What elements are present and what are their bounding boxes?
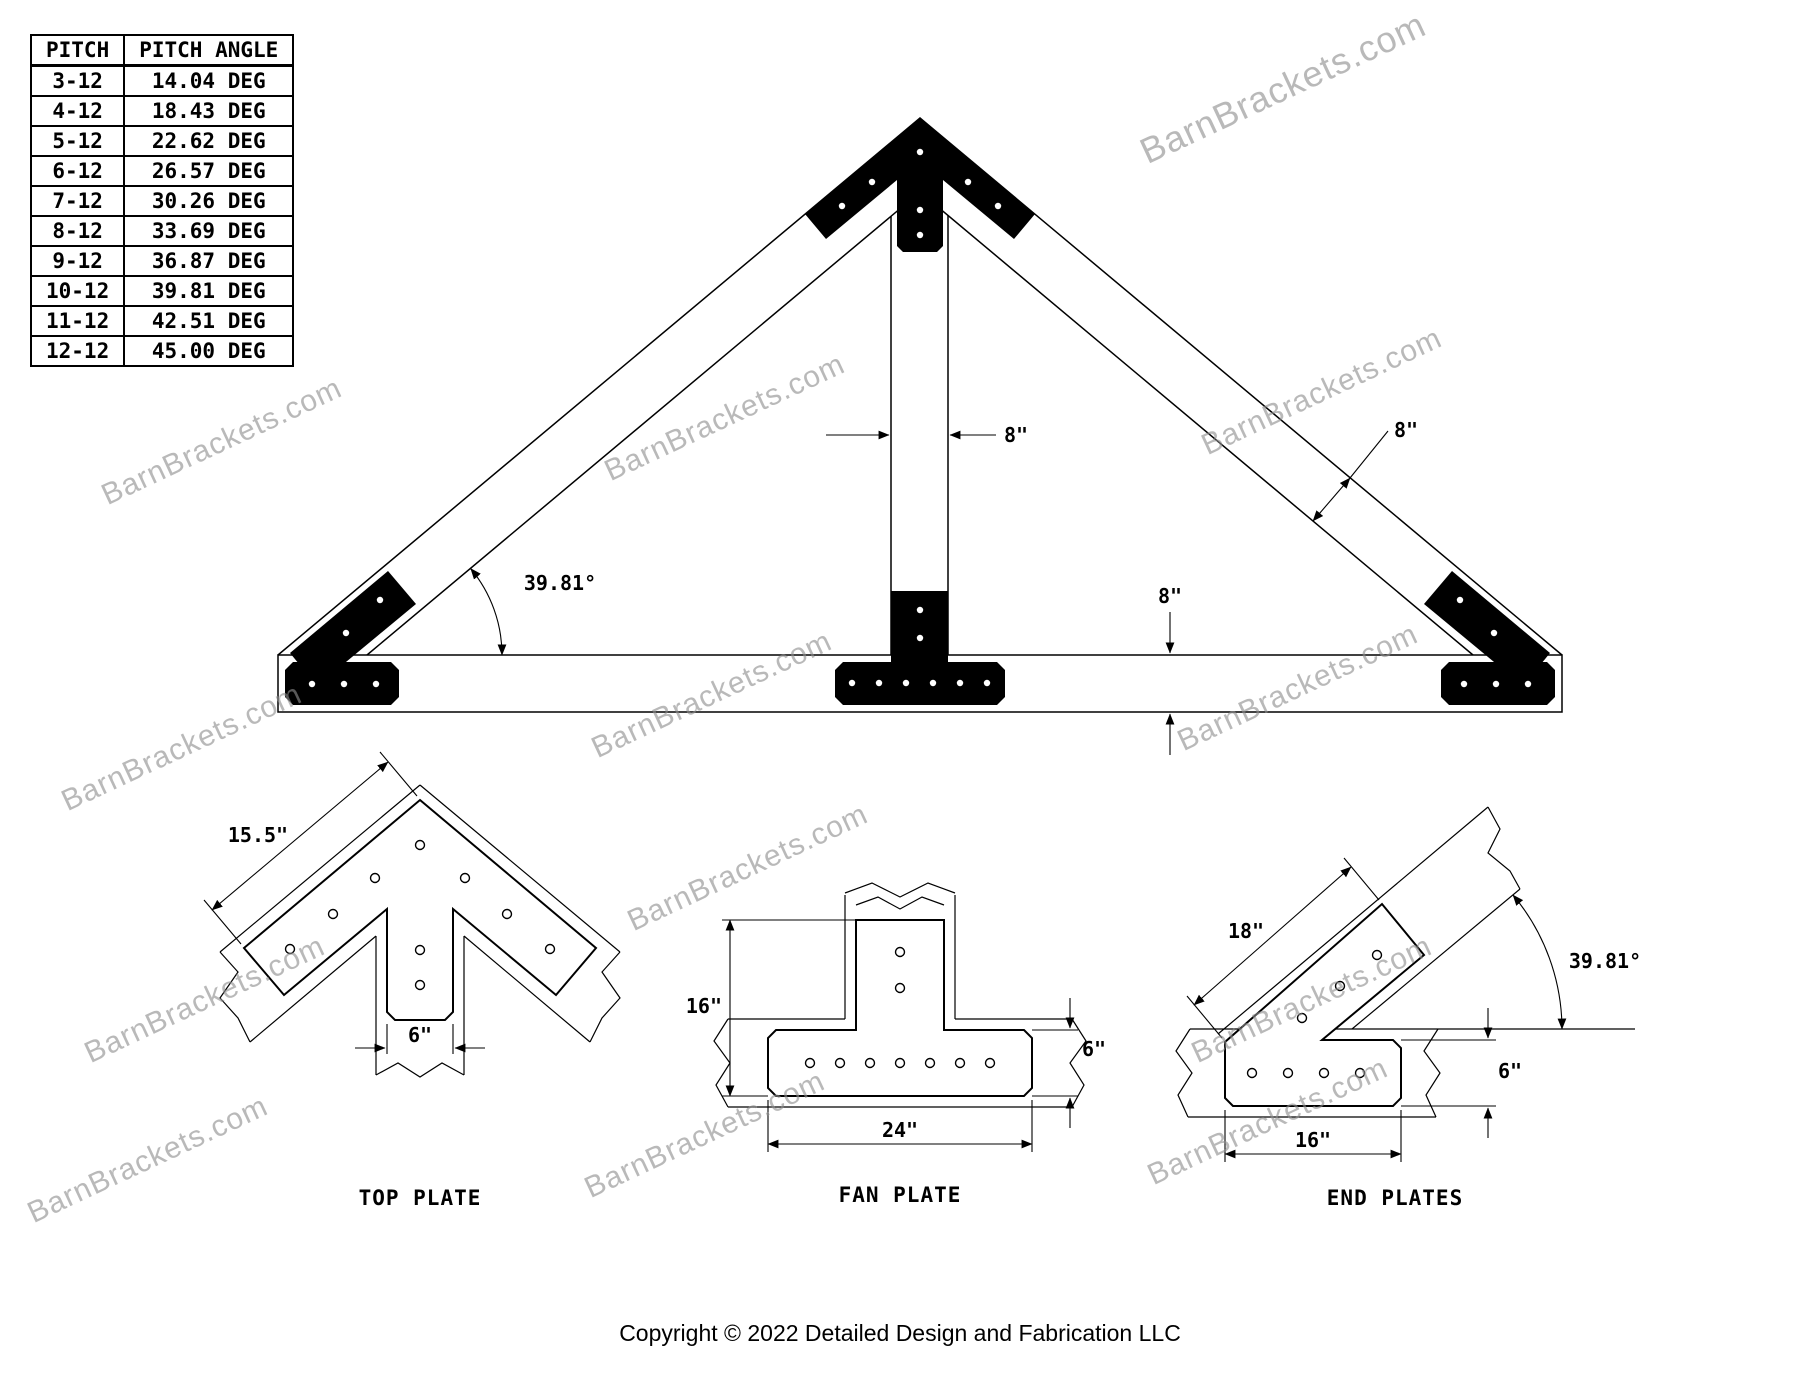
dim-end-plate-angle: 39.81° <box>1569 949 1641 973</box>
left-end-bracket <box>285 571 416 705</box>
pitch-cell: 4-12 <box>29 95 126 127</box>
break-mark <box>1487 806 1521 890</box>
end-plates-label: END PLATES <box>1327 1186 1463 1210</box>
plate-outline <box>242 798 598 1021</box>
timber-outline <box>713 882 1087 1108</box>
pitch-cell: 12-12 <box>29 335 126 367</box>
break-mark <box>1069 1018 1087 1108</box>
top-plate-label: TOP PLATE <box>359 1186 482 1210</box>
top-plate-detail: 15.5" 6" TOP PLATE <box>203 751 621 1210</box>
bolt-holes <box>808 148 1032 239</box>
dim-king-post-width: 8" <box>1004 423 1028 447</box>
pitch-angle-header: PITCH ANGLE <box>123 34 295 67</box>
detail-dimensions <box>1186 857 1567 1162</box>
dim-end-plate-arm: 18" <box>1228 919 1264 943</box>
top-plate-bracket <box>805 118 1035 252</box>
break-mark <box>375 1062 465 1078</box>
angle-cell: 22.62 DEG <box>123 125 295 157</box>
angle-cell: 14.04 DEG <box>123 64 295 97</box>
pitch-cell: 5-12 <box>29 125 126 157</box>
dim-line <box>1312 477 1351 522</box>
angle-cell: 39.81 DEG <box>123 275 295 307</box>
detail-dimensions <box>203 751 485 1054</box>
plate-outline <box>767 919 1033 1097</box>
bolt-holes <box>1456 596 1532 688</box>
break-mark <box>1423 1028 1441 1118</box>
dim-end-plate-bar-width: 16" <box>1295 1128 1331 1152</box>
bolt-holes <box>804 946 996 1069</box>
dim-fan-plate-width: 24" <box>882 1118 918 1142</box>
dim-fan-plate-bar: 6" <box>1082 1037 1106 1061</box>
peak-bracket <box>805 118 1035 252</box>
angle-cell: 42.51 DEG <box>123 305 295 337</box>
king-post-edges <box>890 215 949 655</box>
bolt-holes <box>308 596 384 688</box>
end-plate-arm <box>1424 571 1550 686</box>
end-plate-arm <box>290 571 416 686</box>
fan-plate-stem <box>891 591 948 662</box>
break-mark <box>1175 1028 1193 1118</box>
pitch-cell: 3-12 <box>29 64 126 97</box>
angle-cell: 33.69 DEG <box>123 215 295 247</box>
dim-fan-plate-height: 16" <box>686 994 722 1018</box>
dim-top-plate-edge: 15.5" <box>228 823 288 847</box>
break-mark <box>713 1018 731 1108</box>
break-mark <box>855 896 945 910</box>
pitch-header: PITCH <box>29 34 126 67</box>
angle-cell: 18.43 DEG <box>123 95 295 127</box>
dim-top-plate-stem: 6" <box>408 1023 432 1047</box>
fan-plate-label: FAN PLATE <box>839 1183 962 1207</box>
right-end-bracket <box>1424 571 1555 705</box>
detail-dimensions <box>722 919 1078 1152</box>
angle-cell: 30.26 DEG <box>123 185 295 217</box>
pitch-cell: 9-12 <box>29 245 126 277</box>
dim-leader <box>1349 430 1389 479</box>
pitch-cell: 10-12 <box>29 275 126 307</box>
dim-end-plate-bar-height: 6" <box>1498 1059 1522 1083</box>
angle-cell: 45.00 DEG <box>123 335 295 367</box>
end-plates-detail: 18" 39.81° 6" 16" END PLATES <box>1175 806 1641 1210</box>
pitch-cell: 7-12 <box>29 185 126 217</box>
fan-bracket <box>835 591 1005 705</box>
fan-plate-detail: 16" 24" 6" FAN PLATE <box>686 882 1106 1207</box>
fan-plate-bar <box>835 662 1005 705</box>
bolt-holes <box>848 606 991 687</box>
angle-cell: 36.87 DEG <box>123 245 295 277</box>
break-mark <box>219 951 251 1043</box>
dim-chord-depth: 8" <box>1158 584 1182 608</box>
angle-arc <box>470 568 507 656</box>
angle-arc <box>1512 894 1567 1030</box>
copyright-text: Copyright © 2022 Detailed Design and Fab… <box>619 1320 1181 1346</box>
pitch-cell: 11-12 <box>29 305 126 337</box>
pitch-cell: 6-12 <box>29 155 126 187</box>
table-header-row: PITCH PITCH ANGLE <box>29 34 295 67</box>
truss-dimensions <box>470 430 1389 755</box>
angle-cell: 26.57 DEG <box>123 155 295 187</box>
dim-pitch-angle: 39.81° <box>524 571 596 595</box>
break-mark <box>844 882 956 898</box>
pitch-cell: 8-12 <box>29 215 126 247</box>
dim-rafter-depth: 8" <box>1394 418 1418 442</box>
break-mark <box>589 951 621 1043</box>
bottom-chord <box>277 654 1563 713</box>
